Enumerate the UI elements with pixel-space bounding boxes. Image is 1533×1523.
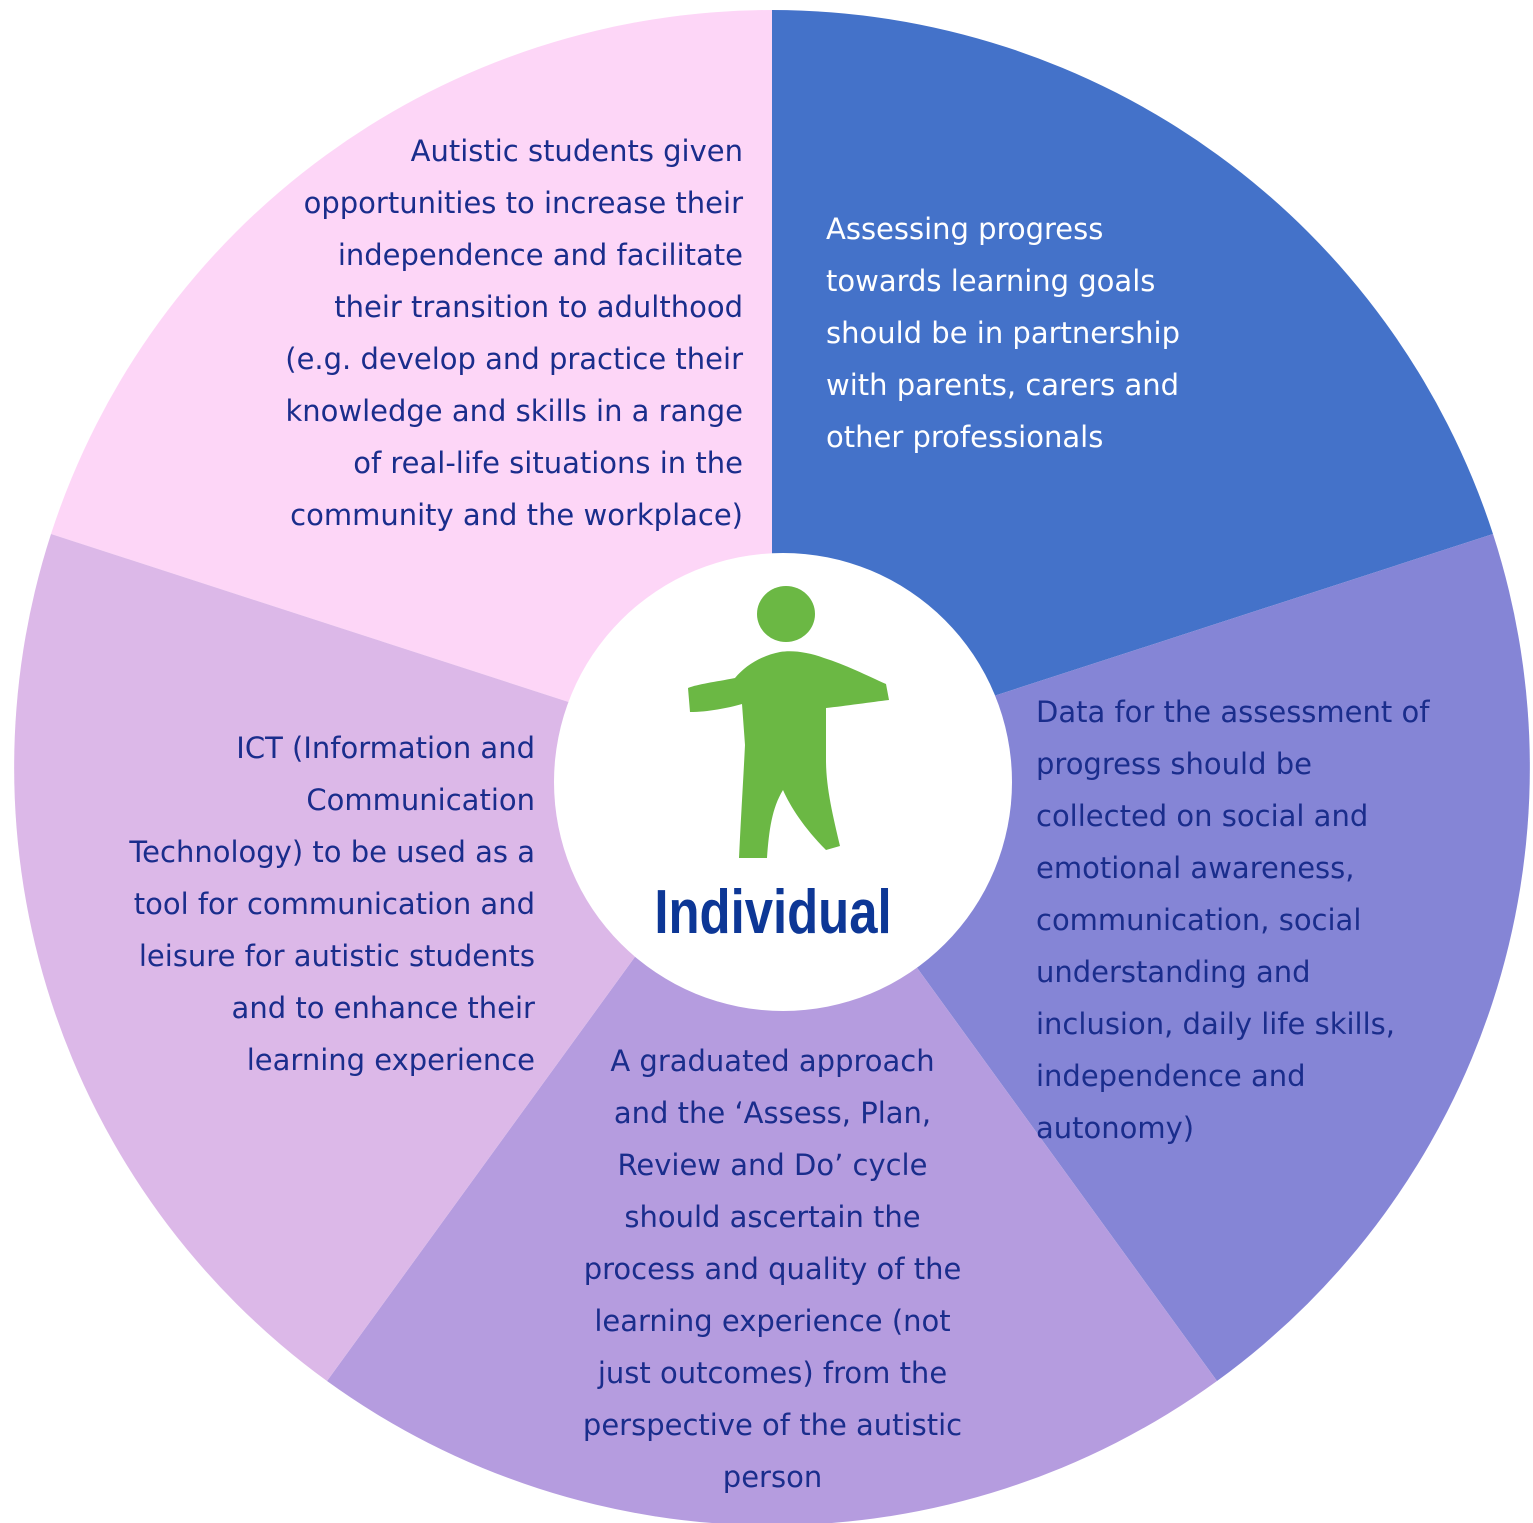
text-graduated-approach: A graduated approach and the ‘Assess, Pl… [582, 1044, 963, 1494]
person-icon [688, 586, 889, 858]
segment-top-right [772, 9, 1493, 768]
person-head [757, 586, 815, 642]
segment-bottom [327, 768, 1217, 1523]
text-ict-tool: ICT (Information and Communication Techn… [129, 731, 535, 1077]
text-independence-transition: Autistic students given opportunities to… [285, 134, 743, 532]
center-label: Individual [654, 878, 892, 947]
person-body [688, 651, 889, 858]
text-assessment-data: Data for the assessment of progress shou… [1036, 695, 1430, 1145]
text-assessing-progress: Assessing progress towards learning goal… [826, 212, 1180, 454]
segment-top-left [51, 10, 772, 768]
